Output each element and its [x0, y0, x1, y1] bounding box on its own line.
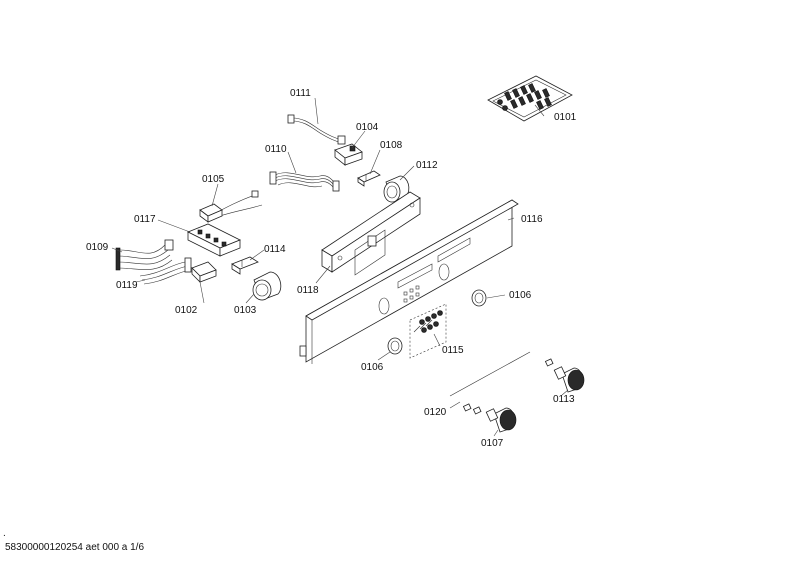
part-0105-cable-module: [199, 190, 263, 223]
label-0118: 0118: [297, 285, 319, 296]
part-0103-knob-housing: [252, 271, 282, 301]
label-0103: 0103: [234, 305, 257, 316]
label-0112: 0112: [416, 160, 438, 171]
part-0107-knob: [485, 407, 517, 433]
label-0116: 0116: [521, 214, 543, 225]
label-0115: 0115: [442, 345, 464, 356]
label-0117: 0117: [134, 214, 156, 225]
document-id-footer: 58300000120254 aet 000 a 1/6: [5, 542, 145, 553]
label-0106-right: 0106: [509, 290, 532, 301]
label-0120: 0120: [424, 407, 447, 418]
label-0110: 0110: [265, 144, 287, 155]
label-0108: 0108: [380, 140, 403, 151]
part-0119-wire-set: [139, 257, 192, 285]
part-0114-clip: [231, 256, 259, 275]
part-0115-button-set: [409, 303, 447, 359]
label-0105: 0105: [202, 174, 225, 185]
part-0109-wire-set: [115, 244, 173, 271]
label-0109: 0109: [86, 242, 109, 253]
part-0106-ring-right: [471, 289, 487, 307]
label-0107: 0107: [481, 438, 504, 449]
part-0116-control-panel: [299, 199, 519, 364]
leader-lines: [111, 97, 569, 437]
part-0113-knob: [553, 366, 585, 393]
part-0110-wire-harness: [269, 171, 340, 192]
label-0106-left: 0106: [361, 362, 384, 373]
part-0106-ring-left: [387, 337, 403, 355]
label-0102: 0102: [175, 305, 198, 316]
part-0104-bracket: [334, 143, 363, 166]
part-0102-clip: [191, 261, 217, 283]
label-0113: 0113: [553, 394, 575, 405]
part-0111-cable: [287, 114, 346, 145]
label-0119: 0119: [116, 280, 138, 291]
part-0101-screw-kit: [487, 75, 573, 122]
label-0101: 0101: [554, 112, 577, 123]
part-labels: 0101 0102 0103 0104 0105 0106 0106 0107 …: [86, 88, 577, 449]
corner-mark: .: [3, 528, 6, 539]
part-0108-clip: [357, 170, 381, 187]
label-0114: 0114: [264, 244, 286, 255]
label-0104: 0104: [356, 122, 379, 133]
part-0120-leader: [449, 351, 554, 415]
part-0112-knob-housing: [383, 175, 410, 203]
label-0111: 0111: [290, 88, 311, 99]
part-0117-control-board: [164, 223, 241, 257]
